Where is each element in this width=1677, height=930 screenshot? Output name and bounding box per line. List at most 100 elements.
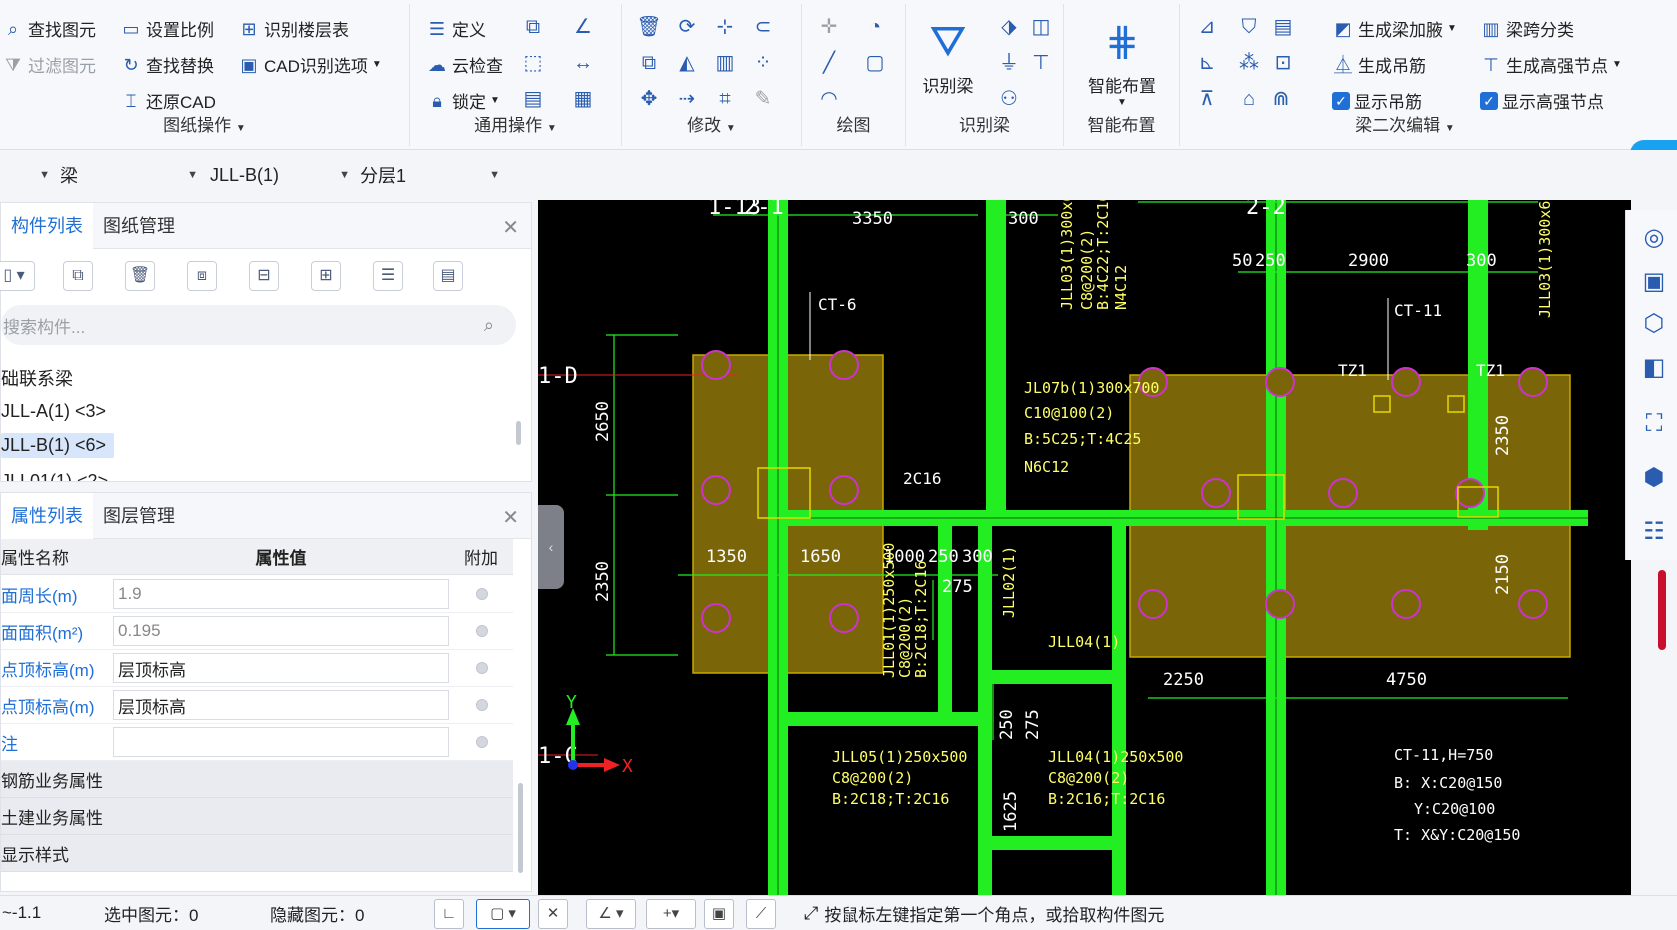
extra-radio[interactable] [476, 736, 488, 748]
tab-layers[interactable]: 图层管理 [103, 505, 175, 526]
find-elem-button[interactable]: ⌕查找图元 [2, 16, 96, 41]
beam[interactable] [768, 712, 992, 726]
solid-view-icon[interactable]: ◧ [1642, 354, 1666, 381]
trim-icon[interactable]: ⊹ [716, 16, 734, 38]
rotate-icon[interactable]: ⟳ [678, 16, 696, 38]
identify-beam-button[interactable]: ⛛ 识别梁 [916, 12, 980, 97]
3d-box-icon[interactable]: ⬢ [1643, 464, 1665, 491]
extra-radio[interactable] [476, 662, 488, 674]
pick-tool-icon[interactable]: ⬚ [523, 52, 543, 74]
tree-group-label[interactable]: 础联系梁 [1, 369, 73, 389]
pile[interactable] [1265, 589, 1295, 619]
beam-tool-c-icon[interactable]: ▤ [1273, 16, 1293, 38]
copy-component-icon[interactable]: ⧉ [63, 261, 93, 291]
copy-icon[interactable]: ⧉ [641, 52, 657, 74]
beam[interactable] [938, 518, 952, 713]
beam-span-classify-button[interactable]: ▥梁跨分类 [1480, 16, 1574, 41]
delete-component-icon[interactable]: 🗑︎ [125, 261, 155, 291]
break-icon[interactable]: ⌗ [719, 88, 731, 110]
orbit-icon[interactable]: ◎ [1643, 224, 1665, 251]
fit-view-icon[interactable]: ⛶ [1645, 410, 1663, 437]
mirror-icon[interactable]: ◭ [679, 52, 695, 74]
beam-tool-i-icon[interactable]: ⋒ [1272, 88, 1290, 110]
pile[interactable] [701, 475, 731, 505]
cad-canvas[interactable]: 1-13 2-1 2-2 1-D 1-C 3350 300 50 250 290… [538, 200, 1631, 895]
property-value-field[interactable]: 层顶标高 [113, 653, 449, 683]
circle-icon[interactable]: ◔ [868, 16, 882, 38]
identify-tool-a-icon[interactable]: ⬗ [1001, 16, 1017, 38]
beam[interactable] [1468, 200, 1488, 530]
layer-dropdown[interactable]: 分层1▼ [360, 166, 500, 186]
pile[interactable] [1138, 367, 1168, 397]
pile[interactable] [829, 603, 859, 633]
lock-button[interactable]: 🔒︎锁定▼ [426, 88, 500, 113]
identify-tool-d-icon[interactable]: ⊤ [1032, 52, 1050, 74]
list-icon[interactable]: ☰ [373, 261, 403, 291]
restore-cad-button[interactable]: ⌶还原CAD [120, 88, 216, 113]
smart-layout-button[interactable]: ⋕ 智能布置 ▼ [1074, 12, 1170, 108]
batch-tool-icon[interactable]: ▦ [573, 88, 593, 110]
move-icon[interactable]: ✥ [640, 88, 658, 110]
find-replace-button[interactable]: ↻查找替换 [120, 52, 214, 77]
ortho-button[interactable]: ∟ [434, 899, 464, 929]
property-scrollbar[interactable] [518, 783, 523, 873]
identify-tool-e-icon[interactable]: ⚇ [1000, 88, 1018, 110]
layer-copy-icon[interactable]: ⧈ [187, 261, 217, 291]
new-component-button[interactable]: ▯ ▾ [0, 261, 35, 291]
cloud-check-button[interactable]: ☁云检查 [428, 54, 503, 77]
delete-icon[interactable]: 🗑︎ [636, 16, 662, 38]
property-group-civil[interactable]: 土建业务属性 [1, 798, 513, 835]
pile[interactable] [701, 350, 731, 380]
identify-floor-table-button[interactable]: ⊞识别楼层表 [238, 16, 349, 41]
sort-icon[interactable]: ▤ [433, 261, 463, 291]
list-view-icon[interactable]: ☷ [1643, 518, 1665, 545]
property-value-field[interactable] [113, 727, 449, 757]
beam[interactable] [978, 670, 1126, 684]
identify-tool-c-icon[interactable]: ⏚ [999, 52, 1019, 74]
type-dropdown[interactable]: 梁▼ [60, 166, 198, 186]
pile[interactable] [1455, 478, 1485, 508]
beam[interactable] [978, 836, 1126, 850]
search-icon[interactable]: ⌕ [483, 314, 494, 335]
export-icon[interactable]: ⊞ [311, 261, 341, 291]
angle-snap-button[interactable]: ∠ ▾ [586, 899, 636, 929]
beam-tool-b-icon[interactable]: ⛉ [1241, 16, 1257, 38]
define-button[interactable]: ☰定义 [426, 16, 486, 41]
property-group-display[interactable]: 显示样式 [1, 835, 513, 872]
polyline-button[interactable]: ⟋ [746, 899, 776, 929]
offset-icon[interactable]: ⊂ [754, 16, 772, 38]
edit-icon[interactable]: ✎ [754, 88, 772, 110]
component-dropdown[interactable]: JLL-B(1)▼ [210, 164, 350, 185]
tab-properties[interactable]: 属性列表 [1, 492, 93, 539]
property-value-field[interactable]: 1.9 [113, 579, 449, 609]
angle-tool-icon[interactable]: ∠ [574, 16, 592, 38]
close-icon[interactable]: ✕ [502, 217, 519, 239]
show-high-strength-node-checkbox[interactable]: ✓显示高强节点 [1480, 88, 1604, 113]
rect-icon[interactable]: ▢ [865, 52, 885, 74]
beam[interactable] [978, 518, 992, 895]
layer-tool-icon[interactable]: ▤ [523, 88, 543, 110]
red-scroll-indicator[interactable] [1658, 570, 1666, 650]
tab-drawings[interactable]: 图纸管理 [103, 215, 175, 236]
3d-view-icon[interactable]: ▣ [1642, 268, 1666, 295]
screen-button[interactable]: ▣ [704, 899, 734, 929]
tree-item-jll01[interactable]: JLL01(1) <2> [1, 471, 109, 481]
pile[interactable] [829, 350, 859, 380]
category-dropdown[interactable]: ▼ [0, 158, 54, 192]
array-icon[interactable]: ⁘ [754, 52, 772, 74]
snap-button[interactable]: +▾ [646, 899, 696, 929]
tree-item-jll-a[interactable]: JLL-A(1) <3> [1, 401, 107, 421]
import-icon[interactable]: ⊟ [249, 261, 279, 291]
pile[interactable] [1391, 367, 1421, 397]
select-mode-button[interactable]: ▢ ▾ [476, 899, 530, 929]
close-icon[interactable]: ✕ [502, 507, 519, 529]
beam-tool-h-icon[interactable]: ⌂ [1242, 88, 1256, 110]
tab-components[interactable]: 构件列表 [1, 202, 93, 249]
group-label-common-ops[interactable]: 通用操作 ▼ [474, 116, 557, 135]
cross-select-button[interactable]: ✕ [538, 899, 568, 929]
pile[interactable] [1265, 367, 1295, 397]
show-hanger-checkbox[interactable]: ✓显示吊筋 [1332, 88, 1422, 113]
gen-hanger-button[interactable]: ⏅生成吊筋 [1334, 54, 1426, 77]
beam-tool-a-icon[interactable]: ⊿ [1198, 16, 1216, 38]
align-icon[interactable]: ▥ [715, 52, 735, 74]
